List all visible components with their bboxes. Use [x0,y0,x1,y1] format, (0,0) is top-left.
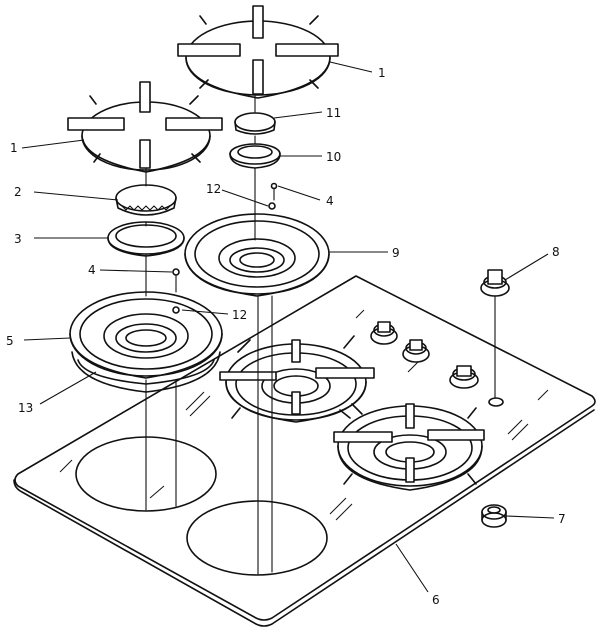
part-drip-pan-left [69,291,223,379]
cooktop-panel [13,275,596,627]
part-clip-left [172,306,180,314]
callout-8: 8 [552,245,560,259]
part-burner-head-left [107,221,185,257]
alignment-lines [145,95,273,575]
part-burner-cap-left [115,184,177,216]
callout-13: 13 [18,401,33,415]
leader-lines [21,61,555,593]
mounted-burner-left [219,335,375,423]
part-burner-head-right [229,143,281,169]
callout-10: 10 [326,150,341,164]
part-grate-left [67,81,223,173]
callout-3: 3 [14,232,22,246]
callout-4-left: 4 [88,263,96,277]
part-grate-right [177,5,339,99]
callout-4-right: 4 [326,194,334,208]
control-knobs [370,321,504,407]
callout-1-left-grate: 1 [10,141,18,155]
knob [370,321,398,345]
part-knob-insert [481,504,507,528]
callout-2: 2 [14,185,22,199]
callout-6: 6 [432,593,440,607]
callout-12-left: 12 [232,308,247,322]
callout-5: 5 [6,334,14,348]
callouts: 1 1 2 3 4 4 5 6 7 8 9 10 11 12 12 13 [6,66,566,607]
callout-11: 11 [326,106,341,120]
part-knob [480,269,510,399]
part-screw-right [268,182,278,210]
callout-7: 7 [558,512,566,526]
knob [449,365,479,389]
knob-hole [488,397,504,407]
callout-9: 9 [392,246,400,260]
part-burner-cap-right [234,112,276,135]
knob [402,339,430,363]
callout-1-right-grate: 1 [378,66,386,80]
callout-12-right: 12 [206,182,221,196]
burner-cutout [186,500,328,576]
mounted-burner-right [333,403,485,491]
panel-gloss-marks [59,309,549,521]
part-drip-pan-right [184,213,330,297]
part-screw-left [172,268,180,293]
part-clip-right [268,202,276,210]
